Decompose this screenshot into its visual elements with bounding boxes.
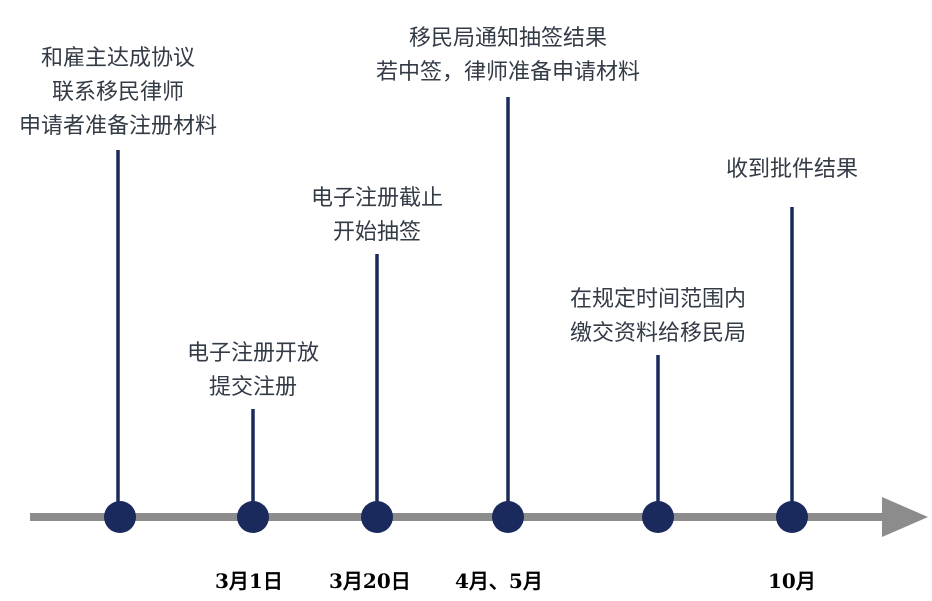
event-note-line: 申请者准备注册材料 (18, 114, 217, 139)
event-marker-6 (776, 501, 808, 533)
event-marker-1 (104, 501, 136, 533)
timeline-arrowhead (882, 497, 928, 537)
event-date-4: 4月、5月 (455, 569, 543, 593)
event-note-line: 电子注册截止 (310, 186, 443, 211)
event-marker-2 (237, 501, 269, 533)
event-note-line: 若中签，律师准备申请材料 (375, 60, 640, 85)
event-note-1: 和雇主达成协议 联系移民律师 申请者准备注册材料 (0, 42, 236, 144)
event-date-6: 10月 (768, 569, 816, 593)
event-note-line: 移民局通知抽签结果 (408, 26, 607, 51)
event-note-line: 和雇主达成协议 (40, 46, 195, 71)
event-marker-5 (642, 501, 674, 533)
event-note-6: 收到批件结果 (692, 153, 892, 187)
event-note-line: 电子注册开放 (186, 341, 319, 366)
event-note-line: 提交注册 (208, 375, 297, 400)
event-marker-3 (361, 501, 393, 533)
event-note-line: 缴交资料给移民局 (569, 321, 746, 346)
event-note-5: 在规定时间范围内 缴交资料给移民局 (548, 283, 768, 351)
event-note-4: 移民局通知抽签结果 若中签，律师准备申请材料 (340, 22, 676, 90)
event-note-line: 收到批件结果 (725, 157, 858, 182)
event-date-3: 3月20日 (329, 569, 411, 593)
event-note-line: 联系移民律师 (51, 80, 184, 105)
event-marker-4 (492, 501, 524, 533)
event-date-2: 3月1日 (215, 569, 283, 593)
event-note-3: 电子注册截止 开始抽签 (287, 182, 467, 250)
event-note-2: 电子注册开放 提交注册 (163, 337, 343, 405)
event-note-line: 开始抽签 (332, 220, 421, 245)
event-note-line: 在规定时间范围内 (569, 287, 746, 312)
